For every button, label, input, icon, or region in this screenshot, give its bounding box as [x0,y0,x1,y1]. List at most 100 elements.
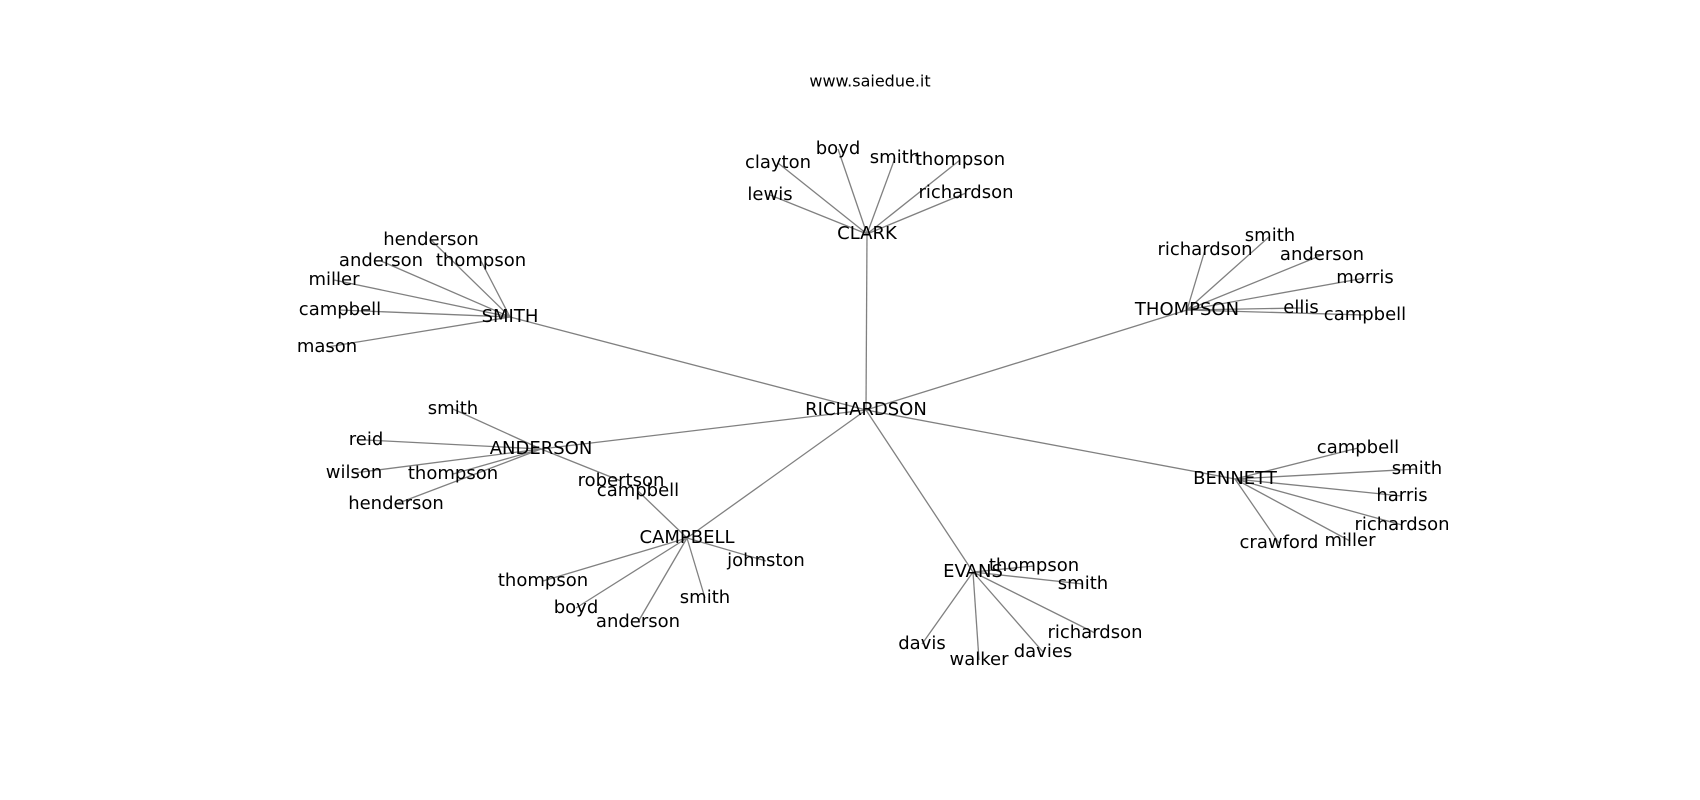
leaf-node-label: anderson [596,611,680,632]
edge-bennett-campbell [1234,447,1359,480]
root-node-label: RICHARDSON [805,399,927,420]
edge-root-anderson [540,409,867,450]
leaf-node-label: henderson [383,229,479,250]
edge-thompson-smith [1186,235,1271,311]
edge-thompson-morris [1186,277,1366,311]
hub-node-label: SMITH [482,306,539,327]
edge-campbell-thompson [542,537,688,582]
leaf-node-label: richardson [1157,239,1252,260]
edge-bennett-harris [1234,478,1403,497]
edge-root-clark [865,233,868,411]
leaf-node-label: campbell [597,480,679,501]
leaf-node-label: clayton [745,152,811,173]
edge-bennett-smith [1234,468,1418,480]
edge-evans-walker [972,571,980,661]
edge-bennett-richardson [1234,478,1403,526]
edge-campbell-johnston [686,537,767,562]
leaf-node-label: harris [1376,485,1427,506]
hub-node-label: CLARK [837,223,898,244]
hub-node-label: EVANS [943,561,1003,582]
leaf-node-label: thompson [989,555,1079,576]
edge-smith-henderson [430,239,511,318]
edge-smith-thompson [480,260,511,318]
leaf-node-label: johnston [726,550,805,571]
edge-smith-miller [333,279,511,318]
edge-smith-mason [326,316,511,348]
leaf-node-label: campbell [1324,304,1406,325]
edge-root-campbell [686,409,867,539]
leaf-node-label: richardson [1047,622,1142,643]
leaf-node-label: miller [1324,530,1376,551]
edge-thompson-campbell [1186,309,1366,316]
leaf-node-label: miller [308,269,360,290]
edge-campbell-anderson [637,537,688,623]
leaf-node-label: henderson [348,493,444,514]
edge-anderson-wilson [353,448,542,474]
leaf-node-label: anderson [1280,244,1364,265]
leaf-node-label: crawford [1240,532,1319,553]
edge-clark-lewis [769,194,868,235]
leaf-node-label: boyd [554,597,599,618]
leaf-node-label: smith [1058,573,1108,594]
leaf-node-label: campbell [299,299,381,320]
hub-node-label: THOMPSON [1134,299,1239,320]
leaf-node-label: smith [428,398,478,419]
leaf-node-label: reid [349,429,384,450]
edge-anderson-henderson [395,448,542,505]
hub-node-label: BENNETT [1193,468,1278,489]
edge-root-evans [865,409,974,573]
leaf-node-label: lewis [747,184,792,205]
leaf-node-label: thompson [498,570,588,591]
leaf-node-label: morris [1336,267,1393,288]
leaf-node-label: campbell [1317,437,1399,458]
edge-root-smith [509,316,867,411]
edge-smith-anderson [380,260,511,318]
edge-layer [326,148,1418,661]
leaf-node-label: walker [949,649,1009,670]
leaf-node-label: mason [297,336,357,357]
edge-anderson-robertson [540,448,622,482]
hub-node-label: CAMPBELL [639,527,734,548]
leaf-node-label: ellis [1283,297,1318,318]
edge-clark-richardson [866,192,967,235]
leaf-node-label: smith [870,147,920,168]
leaf-node-label: smith [1245,225,1295,246]
leaf-node-label: wilson [326,462,383,483]
leaf-node-label: davis [898,633,946,654]
leaf-node-label: richardson [1354,514,1449,535]
edge-campbell-campbell [637,490,688,539]
edge-anderson-reid [365,439,542,450]
leaf-node-label: thompson [408,463,498,484]
leaf-node-label: robertson [578,470,665,491]
edge-anderson-thompson [452,448,542,475]
edge-root-thompson [865,309,1188,411]
edge-evans-thompson [972,565,1035,573]
edge-evans-richardson [972,571,1096,634]
source-caption: www.saiedue.it [809,72,930,91]
edge-thompson-anderson [1186,254,1323,311]
leaf-node-label: thompson [915,149,1005,170]
edge-evans-smith [972,571,1084,585]
leaf-node-label: davies [1014,641,1073,662]
edge-bennett-miller [1234,478,1351,542]
edge-clark-smith [866,157,896,235]
edge-clark-clayton [777,162,868,235]
edge-campbell-boyd [575,537,688,609]
edge-campbell-smith [686,537,706,599]
edge-clark-thompson [866,159,961,235]
edge-bennett-crawford [1234,478,1280,544]
leaf-node-label: anderson [339,250,423,271]
hub-node-label: ANDERSON [490,438,593,459]
leaf-node-label: smith [680,587,730,608]
edge-anderson-smith [452,408,542,450]
leaf-node-label: smith [1392,458,1442,479]
edge-smith-campbell [339,309,511,318]
edge-clark-boyd [837,148,868,235]
edge-thompson-ellis [1186,307,1302,311]
leaf-node-label: thompson [436,250,526,271]
edge-evans-davis [921,571,974,645]
edge-root-bennett [865,409,1236,480]
leaf-node-label: boyd [816,138,861,159]
